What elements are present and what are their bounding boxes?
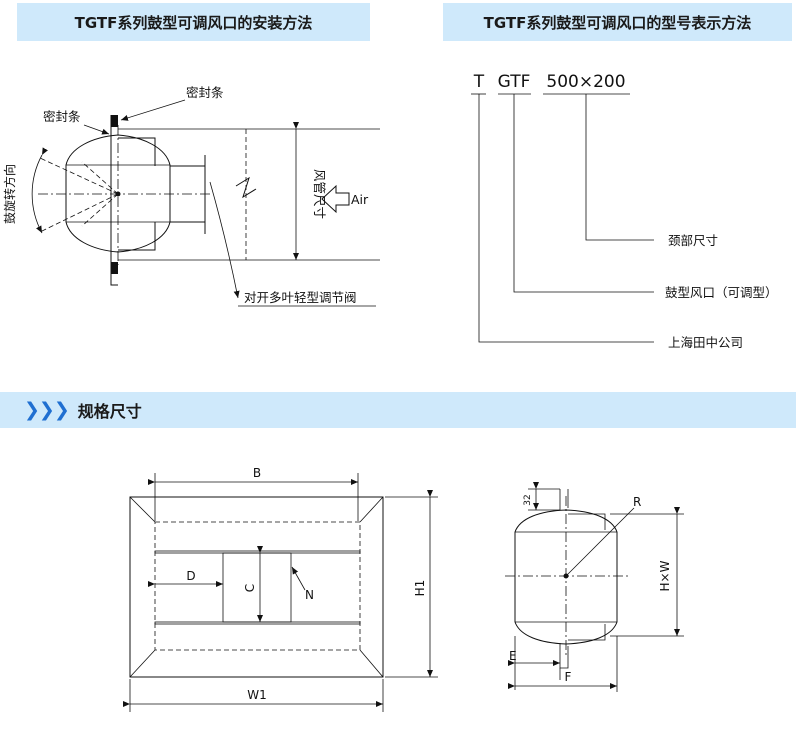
install-method-title: TGTF系列鼓型可调风口的安装方法 xyxy=(17,3,370,41)
seal-strip-left-leader xyxy=(83,124,110,135)
damper-outline xyxy=(170,155,206,234)
air-label: Air xyxy=(351,192,369,207)
seal-strip-top-label: 密封条 xyxy=(186,85,224,100)
duct-size-label: 风管尺寸 xyxy=(312,169,327,219)
front-view-diagram: B D C N H1 W1 xyxy=(123,466,438,712)
chevron-right-icon: ❯❯❯ xyxy=(24,399,70,421)
break-symbol xyxy=(235,176,257,199)
damper-leader xyxy=(209,181,240,299)
dim-C-label: C xyxy=(243,584,257,592)
neck-size-label: 颈部尺寸 xyxy=(668,233,718,248)
spec-section-bar: ❯❯❯ 规格尺寸 xyxy=(0,392,796,428)
neck-size-leader xyxy=(585,94,654,241)
model-size-text: 500×200 xyxy=(546,72,625,92)
seal-strip-left-label: 密封条 xyxy=(43,109,81,124)
dim-HxW-label: H×W xyxy=(658,560,672,591)
side-view-diagram: R 32 H×W E F xyxy=(505,482,684,692)
dim-W1-label: W1 xyxy=(247,688,267,702)
drum-outlet-leader xyxy=(513,94,654,293)
seal-strip-top-block xyxy=(111,115,118,127)
rotation-direction-label: 鼓旋转方向 xyxy=(2,164,17,224)
seal-strip-top-leader xyxy=(120,99,186,121)
wall-frame xyxy=(110,115,380,286)
rotation-guide xyxy=(31,125,212,265)
model-notation-diagram: T GTF 500×200 颈部尺寸 鼓型风口（可调型） 上海田中公司 xyxy=(471,72,778,350)
dim-H1-label: H1 xyxy=(413,580,427,597)
damper-label: 对开多叶轻型调节阀 xyxy=(244,290,357,305)
dim-B-label: B xyxy=(253,466,261,480)
model-notation-title: TGTF系列鼓型可调风口的型号表示方法 xyxy=(443,3,792,41)
dim-D-label: D xyxy=(186,569,195,583)
dim-32-label: 32 xyxy=(523,494,533,505)
spec-section-title: 规格尺寸 xyxy=(77,402,142,421)
model-prefix-text: T xyxy=(473,72,485,92)
company-label: 上海田中公司 xyxy=(668,335,743,350)
installation-diagram: 鼓旋转方向 密封条 密封条 风管尺寸 Air 对开多叶轻型调节阀 xyxy=(2,85,380,307)
air-arrow-icon xyxy=(321,184,350,214)
drum-outlet-label: 鼓型风口（可调型） xyxy=(665,285,778,300)
dim-F-label: F xyxy=(565,670,572,684)
seal-strip-bottom-block xyxy=(111,262,118,274)
dim-R-label: R xyxy=(633,495,641,509)
model-type-text: GTF xyxy=(498,72,531,92)
dim-E-label: E xyxy=(509,649,517,663)
company-leader xyxy=(478,94,654,343)
dim-N-label: N xyxy=(305,588,314,602)
